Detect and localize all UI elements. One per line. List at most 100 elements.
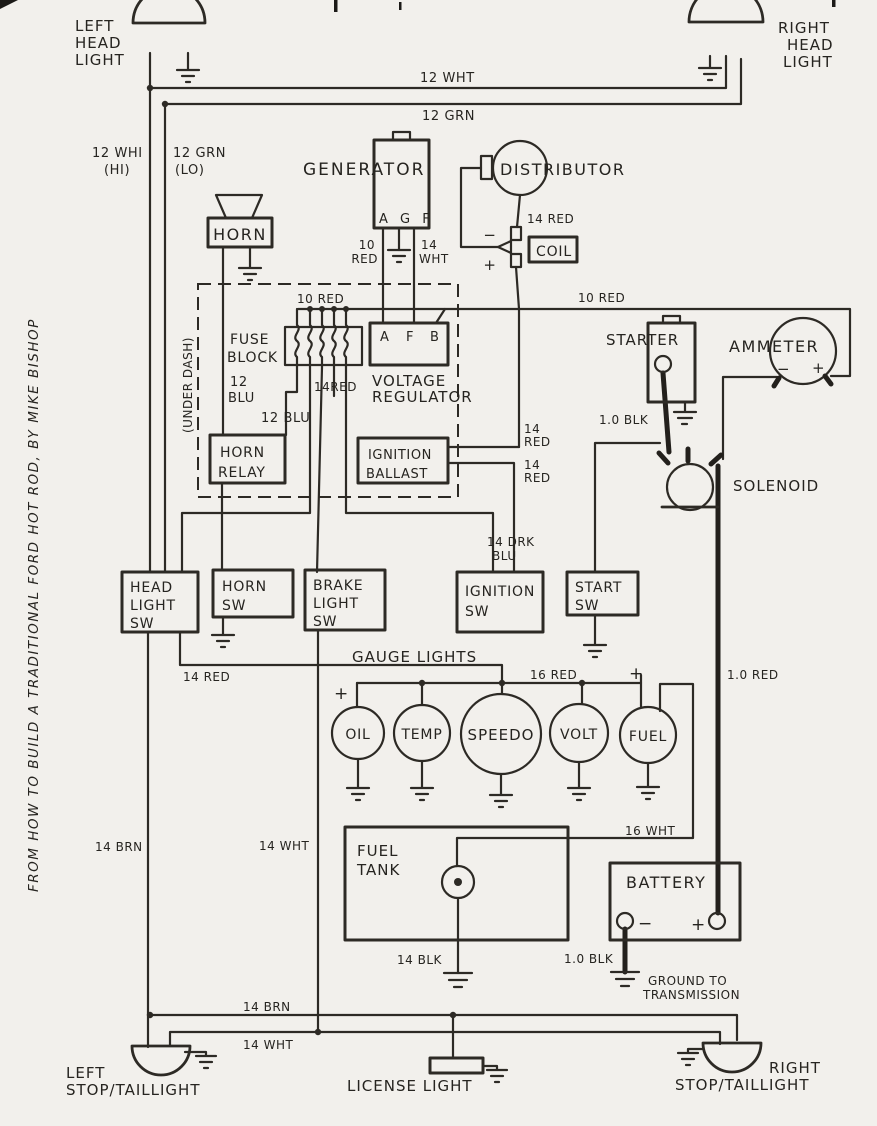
wire-label-10blk-battery: 1.0 BLK [564,952,614,966]
vr-terminal-a: A [380,330,390,345]
horn-relay-label-2: RELAY [218,465,266,481]
head-light-sw-box [120,570,200,634]
starter-label: STARTER [606,331,679,349]
wire-12wht [148,54,728,90]
ammeter-shape [768,316,838,386]
ammeter: AMMETER − + [729,316,838,389]
ammeter-terminal-right [822,373,834,387]
ground-start-sw [582,613,608,659]
start-switch: START SW [565,570,640,617]
ground-license [481,1064,509,1084]
fuel-sender-shape [440,864,476,900]
wire-label-10red-fuse: 10 RED [297,292,344,306]
right-headlight-label-3: LIGHT [783,53,833,71]
head-light-sw-label-3: SW [130,616,154,632]
volt-gauge [548,702,610,764]
brake-light-switch: BRAKE LIGHT SW [303,568,387,632]
wire-label-14wht-left: 14 WHT [259,839,309,853]
ground-volt [566,760,592,802]
solenoid: SOLENOID 1.0 RED 14 DRK BLU [487,446,819,682]
distributor-label: DISTRIBUTOR [500,160,625,179]
horn-relay: HORN RELAY [208,433,287,485]
ground-temp [409,759,435,802]
wire-label-12wht: 12 WHT [420,71,475,86]
wire-label-10red-gen-1: 10 [359,238,375,252]
fuse-block-label-2: BLOCK [227,350,278,366]
temp-gauge [392,703,452,763]
left-headlight-label-2: HEAD [75,34,122,52]
head-light-sw-label-1: HEAD [130,580,173,596]
wire-label-14drkblu-2: BLU [492,549,517,563]
volt-gauge-label: VOLT [560,727,598,743]
wire-label-12grn-lo-2: (LO) [175,163,205,178]
gauge-cluster: GAUGE LIGHTS 14 RED 16 RED + + OIL TEMP … [183,648,678,838]
wire-label-14blk: 14 BLK [397,953,443,967]
wire-coil-down [514,265,521,449]
ignition-switch: IGNITION SW [455,570,545,634]
battery-label: BATTERY [626,873,706,892]
fuel-tank-box [343,825,570,942]
wire-label-14wht-bottom: 14 WHT [243,1038,293,1052]
fuel-tank-label-2: TANK [356,861,400,879]
voltage-regulator: A F B VOLTAGE REGULATOR [368,321,472,406]
ground-starter [672,400,698,426]
wire-fuse1-relay [284,365,299,437]
brake-light-sw-box [303,568,387,632]
wire-label-10red-main: 10 RED [578,291,625,305]
start-sw-label-1: START [575,580,622,596]
oil-gauge-label: OIL [345,727,370,743]
wire-label-16wht: 16 WHT [625,824,675,838]
solenoid-label: SOLENOID [733,477,819,495]
ground-horn [237,245,263,282]
wire-ammeter-solenoid [721,375,779,461]
start-sw-box [565,570,640,617]
ground-left-taillight [183,1050,218,1070]
oil-gauge [330,705,386,761]
license-light-label: LICENSE LIGHT [347,1077,473,1095]
wire-label-14brn-left: 14 BRN [95,840,143,854]
coil-terminal-top [509,225,523,242]
wire-label-12grn-lo-1: 12 GRN [173,146,226,161]
vr-terminal-b: B [430,330,440,345]
starter-terminal [653,354,673,374]
wire-label-14brn-bottom: 14 BRN [243,1000,291,1014]
ground-speedo [488,772,514,809]
ground-horn-sw [210,615,236,649]
ground-transmission-label-1: GROUND TO [648,974,727,988]
wire-label-14red-dist: 14 RED [527,212,574,226]
fuel-tank-label-1: FUEL [357,842,398,860]
coil-nose [496,239,513,255]
bottom-lights: 14 BRN 14 WHT 14 BRN 14 WHT LEFT STOP/TA… [66,839,820,1099]
left-headlight-label-3: LIGHT [75,51,125,69]
top-wire-labels: 12 WHT 12 GRN 12 WHI (HI) 12 GRN (LO) [92,71,475,178]
fuse-3 [319,307,325,369]
fuel-gauge [618,705,678,765]
ignition-ballast: IGNITION BALLAST 14 RED 14 RED [356,422,550,485]
vr-terminal-f: F [406,330,414,345]
ignition-sw-box [455,570,545,634]
temp-gauge-label: TEMP [400,727,442,743]
ground-battery [609,970,641,988]
ground-fuel [635,761,661,801]
left-taillight-shape [130,1044,192,1077]
starter: STARTER 1.0 BLK [599,314,697,427]
ground-fuel-tank [442,971,474,989]
wire-fuse5-ignsw [344,365,495,574]
ground-left-headlight [175,51,201,84]
right-taillight-shape [701,1041,763,1074]
under-dash-box [197,283,459,498]
horn-relay-box [208,433,287,485]
horn-box [206,216,274,249]
solenoid-terminal-ur [708,452,724,467]
ignition-ballast-label-2: BALLAST [366,467,428,482]
speedo-gauge-label: SPEEDO [468,726,535,744]
horn-sw-label-1: HORN [222,579,267,595]
left-taillight-label-1: LEFT [66,1064,105,1082]
distributor: DISTRIBUTOR 14 RED [479,139,625,226]
generator-box [372,138,431,230]
brake-light-sw-label-3: SW [313,614,337,630]
under-dash-area: (UNDER DASH) [181,283,459,498]
horn-bell-shape [214,193,264,220]
wire-fuse3-brakesw [315,365,324,574]
